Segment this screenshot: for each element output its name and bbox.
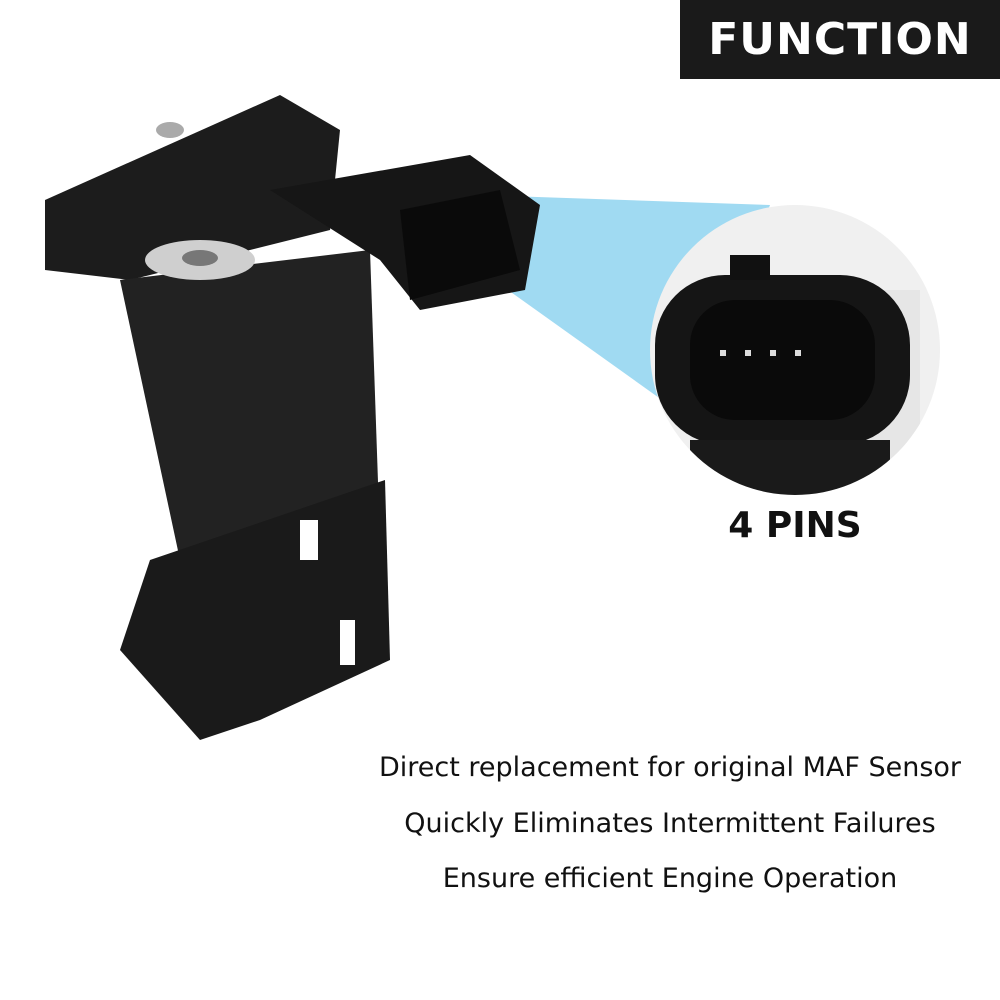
feature-line: Direct replacement for original MAF Sens…: [378, 752, 962, 783]
feature-line: Ensure efficient Engine Operation: [442, 863, 898, 894]
function-badge: FUNCTION: [680, 0, 1000, 79]
pins-label: 4 PINS: [728, 505, 862, 546]
feature-line: Quickly Eliminates Intermittent Failures: [404, 808, 936, 839]
maf-sensor-image: [45, 95, 540, 740]
connector-closeup-image: [650, 205, 940, 495]
